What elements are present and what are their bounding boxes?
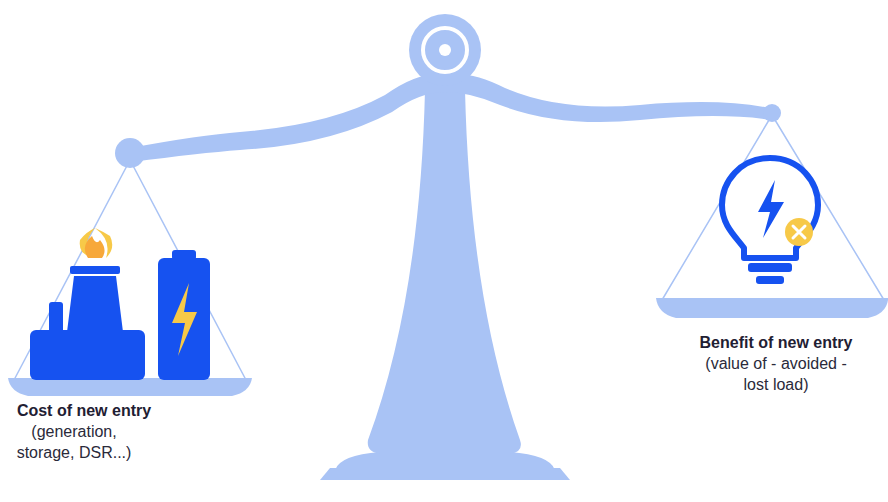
beam-end-right [763,104,781,122]
pivot [409,14,481,86]
beam-end-left [115,138,145,168]
scale-pedestal [368,90,521,454]
scale-foot [335,452,555,470]
scale-beam [130,74,772,162]
cost-heading: Cost of new entry [4,400,164,421]
left-pan [8,378,252,396]
right-pan [656,298,888,318]
lightbulb-icon [722,158,818,284]
battery-icon [158,250,210,380]
power-plant-icon [30,228,145,380]
benefit-note: (value of - avoided - lost load) [701,353,851,395]
cost-note: (generation, storage, DSR...) [15,421,133,463]
scale-foot-plate [320,468,570,480]
benefit-heading: Benefit of new entry [676,332,876,353]
pivot-hole [439,44,451,56]
pivot-ring [423,28,467,72]
